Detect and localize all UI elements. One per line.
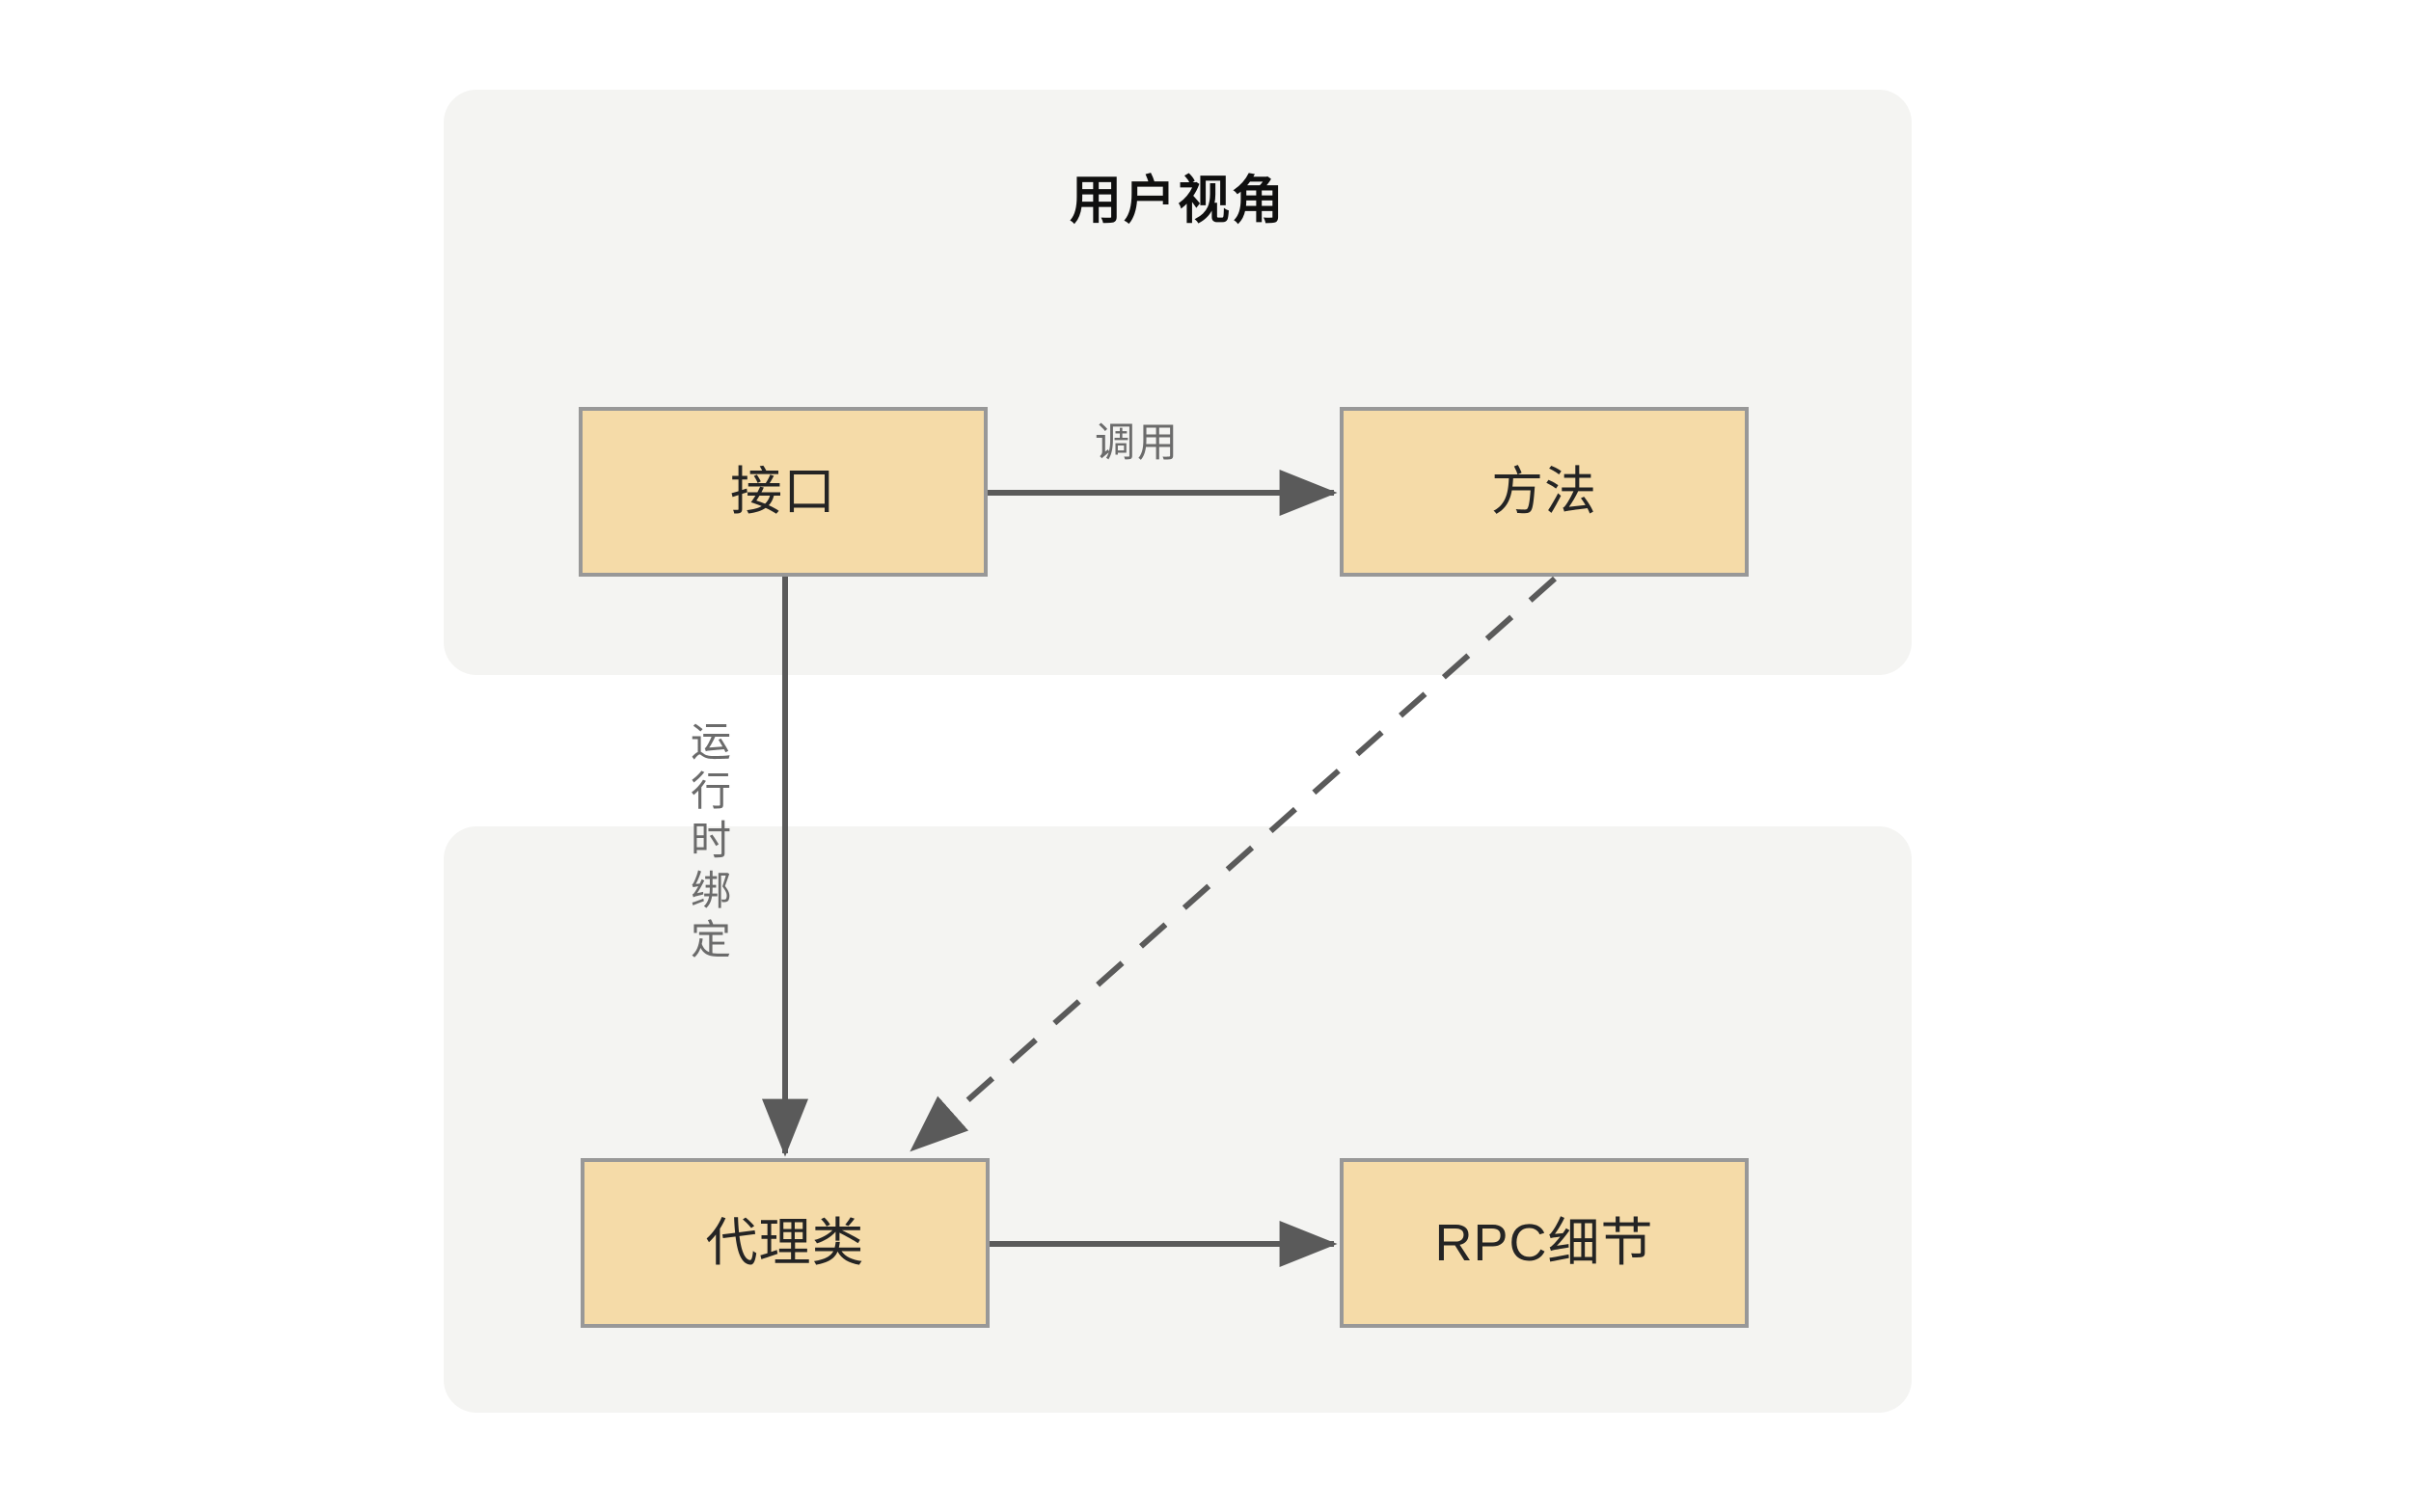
edge-label-call: 调用: [1095, 419, 1181, 465]
edge-label-char-3: 绑: [691, 867, 732, 913]
node-method[interactable]: 方法: [1340, 407, 1749, 577]
edge-label-char-0: 运: [691, 719, 732, 765]
edge-label-char-4: 定: [691, 916, 732, 962]
edge-label-runtime-binding: 运 行 时 绑 定: [691, 717, 731, 964]
node-rpc-label: RPC细节: [1434, 1214, 1654, 1272]
node-interface[interactable]: 接口: [579, 407, 988, 577]
node-proxy-label: 代理类: [705, 1214, 865, 1272]
edge-label-char-1: 行: [691, 769, 732, 815]
edge-label-char-2: 时: [691, 818, 732, 864]
panel-user-view-title: 用户视角: [1070, 172, 1286, 230]
node-interface-label: 接口: [730, 463, 836, 521]
node-method-label: 方法: [1491, 463, 1597, 521]
panel-user-view: 用户视角: [444, 90, 1912, 675]
node-rpc[interactable]: RPC细节: [1340, 1158, 1749, 1328]
node-proxy[interactable]: 代理类: [581, 1158, 990, 1328]
